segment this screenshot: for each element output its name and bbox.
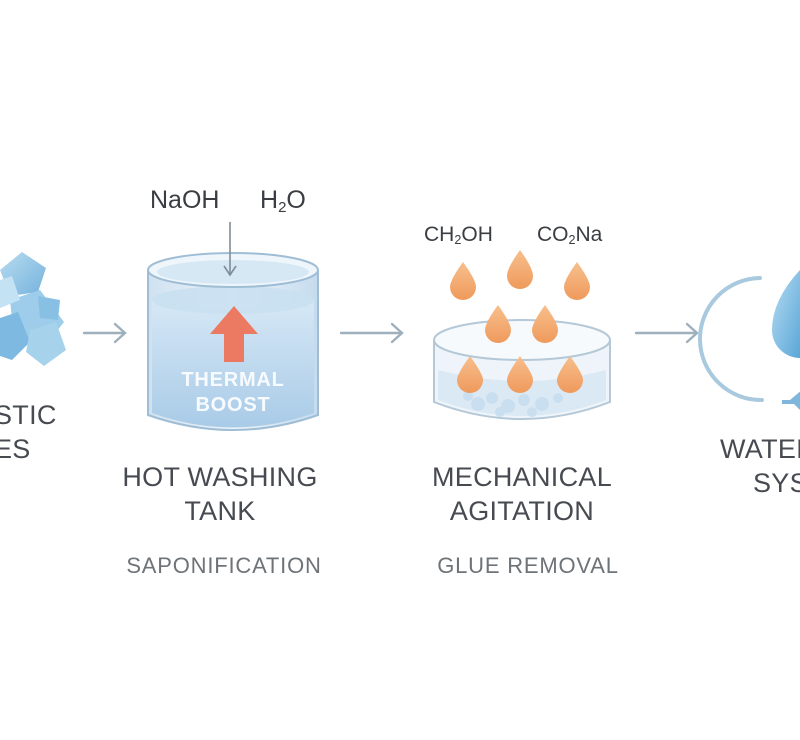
- stage3-subtitle: GLUE REMOVAL: [437, 553, 619, 578]
- stage1-title-line1: STIC: [0, 400, 57, 430]
- tank-icon: [147, 252, 319, 431]
- stage2-reagent-water: H2O: [260, 186, 306, 216]
- stage3-title: MECHANICAL AGITATION: [400, 460, 644, 528]
- stage4-title: WATER SYS: [720, 432, 800, 512]
- stage1-title-line2: ES: [0, 434, 31, 464]
- arrow-right-icon: [634, 322, 699, 344]
- stage2-title-line1: HOT WASHING: [122, 462, 318, 492]
- arrow-right-icon: [82, 322, 127, 344]
- badge-line2: BOOST: [195, 394, 271, 416]
- stage3-reagent-sodium-carbonate: CO2Na: [537, 223, 603, 248]
- stage2-subtitle: SAPONIFICATION: [126, 553, 322, 578]
- stage3-title-line1: MECHANICAL: [431, 462, 613, 492]
- stage2-title: HOT WASHING TANK: [100, 460, 340, 528]
- stage3-reagent-methanol: CH2OH: [424, 223, 493, 248]
- droplet-icon: [450, 250, 590, 393]
- badge-line1: THERMAL: [181, 369, 285, 391]
- stage1-title: STIC ES: [0, 398, 57, 466]
- stage2-reagent-naoh: NaOH: [150, 186, 220, 214]
- cycle-icon: [698, 270, 800, 410]
- arrow-right-icon: [339, 322, 404, 344]
- arrow-down-icon: [223, 222, 237, 277]
- stage3-title-line2: AGITATION: [449, 496, 595, 526]
- arrow-up-icon: [210, 306, 258, 362]
- stage4-title-line1: WATER: [720, 434, 800, 464]
- flakes-icon: [0, 252, 66, 366]
- stage2-title-line2: TANK: [184, 496, 256, 526]
- thermal-boost-badge: THERMAL BOOST: [163, 368, 303, 418]
- stage4-title-line2: SYS: [753, 468, 800, 498]
